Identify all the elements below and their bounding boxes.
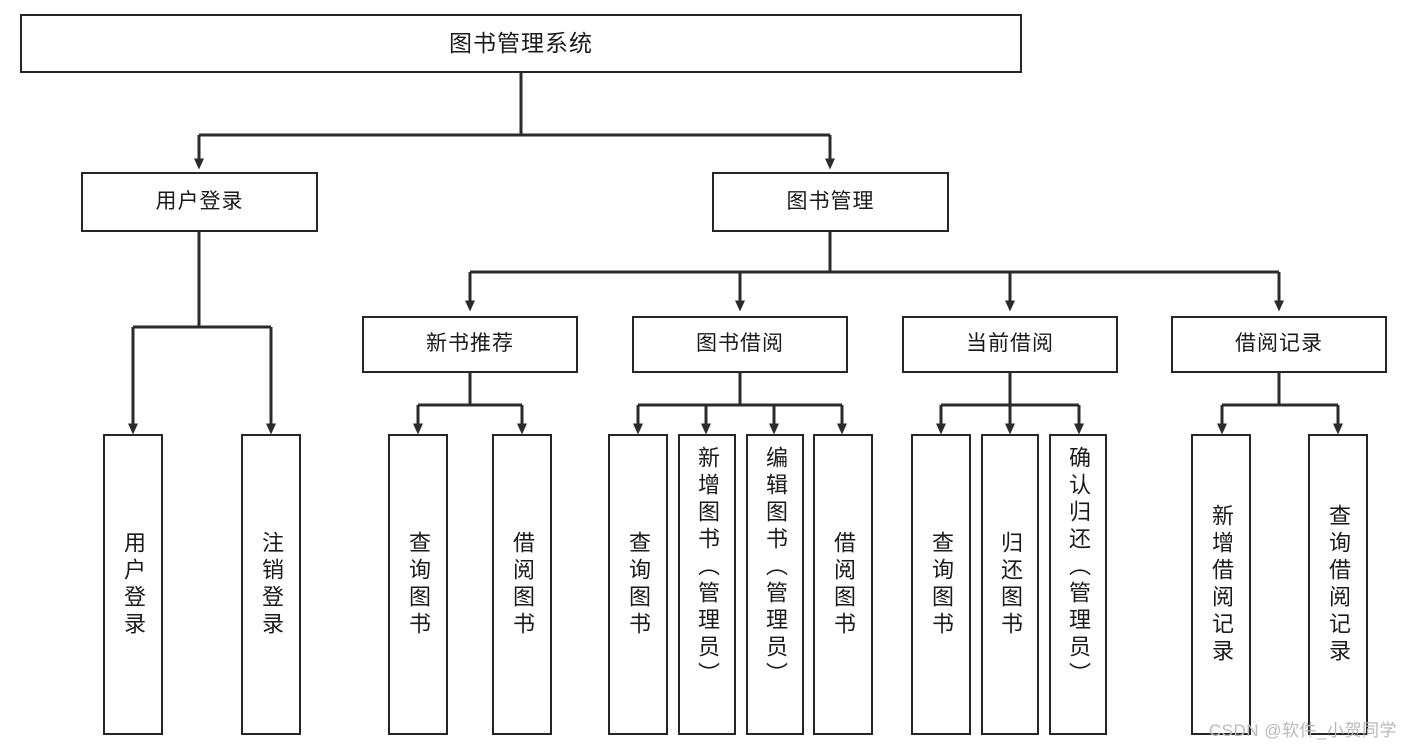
node-label: 图书管理系统 [449, 30, 593, 57]
node-label: 图书管理 [786, 189, 875, 213]
leaf-confirm-return-admin[interactable]: 确认归还（管理员） [1049, 434, 1107, 735]
leaf-logout[interactable]: 注销登录 [241, 434, 301, 735]
node-book-management[interactable]: 图书管理 [712, 172, 949, 232]
leaf-borrow-book-recommend[interactable]: 借阅图书 [492, 434, 552, 735]
node-label: 新书推荐 [426, 332, 514, 356]
leaf-add-borrow-record[interactable]: 新增借阅记录 [1191, 434, 1251, 735]
node-label: 图书借阅 [696, 332, 784, 356]
node-user-login[interactable]: 用户登录 [81, 172, 318, 232]
node-label: 当前借阅 [966, 332, 1054, 356]
leaf-query-borrow-record[interactable]: 查询借阅记录 [1308, 434, 1368, 735]
node-label: 归还图书 [998, 530, 1023, 639]
watermark-text: CSDN @软件_小贺同学 [1208, 721, 1397, 740]
node-borrow-records[interactable]: 借阅记录 [1171, 316, 1387, 373]
node-label: 查询借阅记录 [1326, 503, 1351, 666]
node-root-system[interactable]: 图书管理系统 [20, 14, 1022, 73]
leaf-edit-book-admin[interactable]: 编辑图书（管理员） [746, 434, 804, 735]
node-label: 借阅记录 [1235, 332, 1323, 356]
node-label: 用户登录 [155, 189, 244, 213]
leaf-query-book-borrow[interactable]: 查询图书 [608, 434, 668, 735]
leaf-borrow-book[interactable]: 借阅图书 [813, 434, 873, 735]
node-label: 确认归还（管理员） [1066, 446, 1091, 689]
leaf-query-book-current[interactable]: 查询图书 [911, 434, 971, 735]
node-label: 用户登录 [121, 530, 146, 639]
node-label: 查询图书 [406, 530, 431, 639]
node-label: 新增借阅记录 [1209, 503, 1234, 666]
node-book-borrow[interactable]: 图书借阅 [632, 316, 848, 373]
node-label: 查询图书 [929, 530, 954, 639]
leaf-return-book[interactable]: 归还图书 [981, 434, 1039, 735]
node-label: 注销登录 [259, 530, 284, 639]
node-label: 新增图书（管理员） [695, 446, 720, 689]
node-label: 借阅图书 [831, 530, 856, 639]
node-label: 查询图书 [626, 530, 651, 639]
leaf-user-login[interactable]: 用户登录 [103, 434, 163, 735]
leaf-query-book-recommend[interactable]: 查询图书 [388, 434, 448, 735]
node-label: 编辑图书（管理员） [763, 446, 788, 689]
node-new-book-recommend[interactable]: 新书推荐 [362, 316, 578, 373]
node-label: 借阅图书 [510, 530, 535, 639]
node-current-borrow[interactable]: 当前借阅 [902, 316, 1118, 373]
leaf-add-book-admin[interactable]: 新增图书（管理员） [678, 434, 736, 735]
